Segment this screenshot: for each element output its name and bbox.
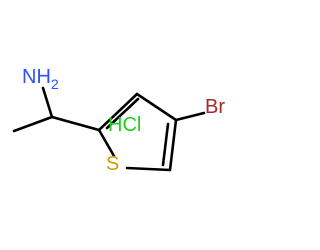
bond-c5-s (125, 166, 172, 172)
amine-subscript: 2 (51, 76, 59, 92)
sulfur-label: S (106, 153, 119, 175)
bond-c4-c5-inner (161, 122, 170, 167)
bond-c3-c4 (135, 92, 178, 122)
bond-methyl-chiral (12, 115, 54, 133)
molecule-structure: NH2 Br S HCl (12, 66, 225, 175)
bond-c4-br (174, 111, 206, 122)
bond-c2-c3-inner (105, 97, 140, 130)
bromine-label: Br (205, 96, 225, 118)
bond-c2-c3 (97, 92, 139, 132)
bond-chiral-amine (41, 86, 54, 119)
salt-label: HCl (108, 114, 141, 136)
amine-main-text: NH (22, 66, 51, 88)
bond-c4-c5 (168, 118, 178, 172)
bond-chiral-c2 (50, 115, 101, 132)
amine-label: NH2 (22, 66, 59, 92)
bond-s-c2 (97, 128, 116, 158)
structure-canvas: NH2 Br S HCl (12, 66, 226, 175)
